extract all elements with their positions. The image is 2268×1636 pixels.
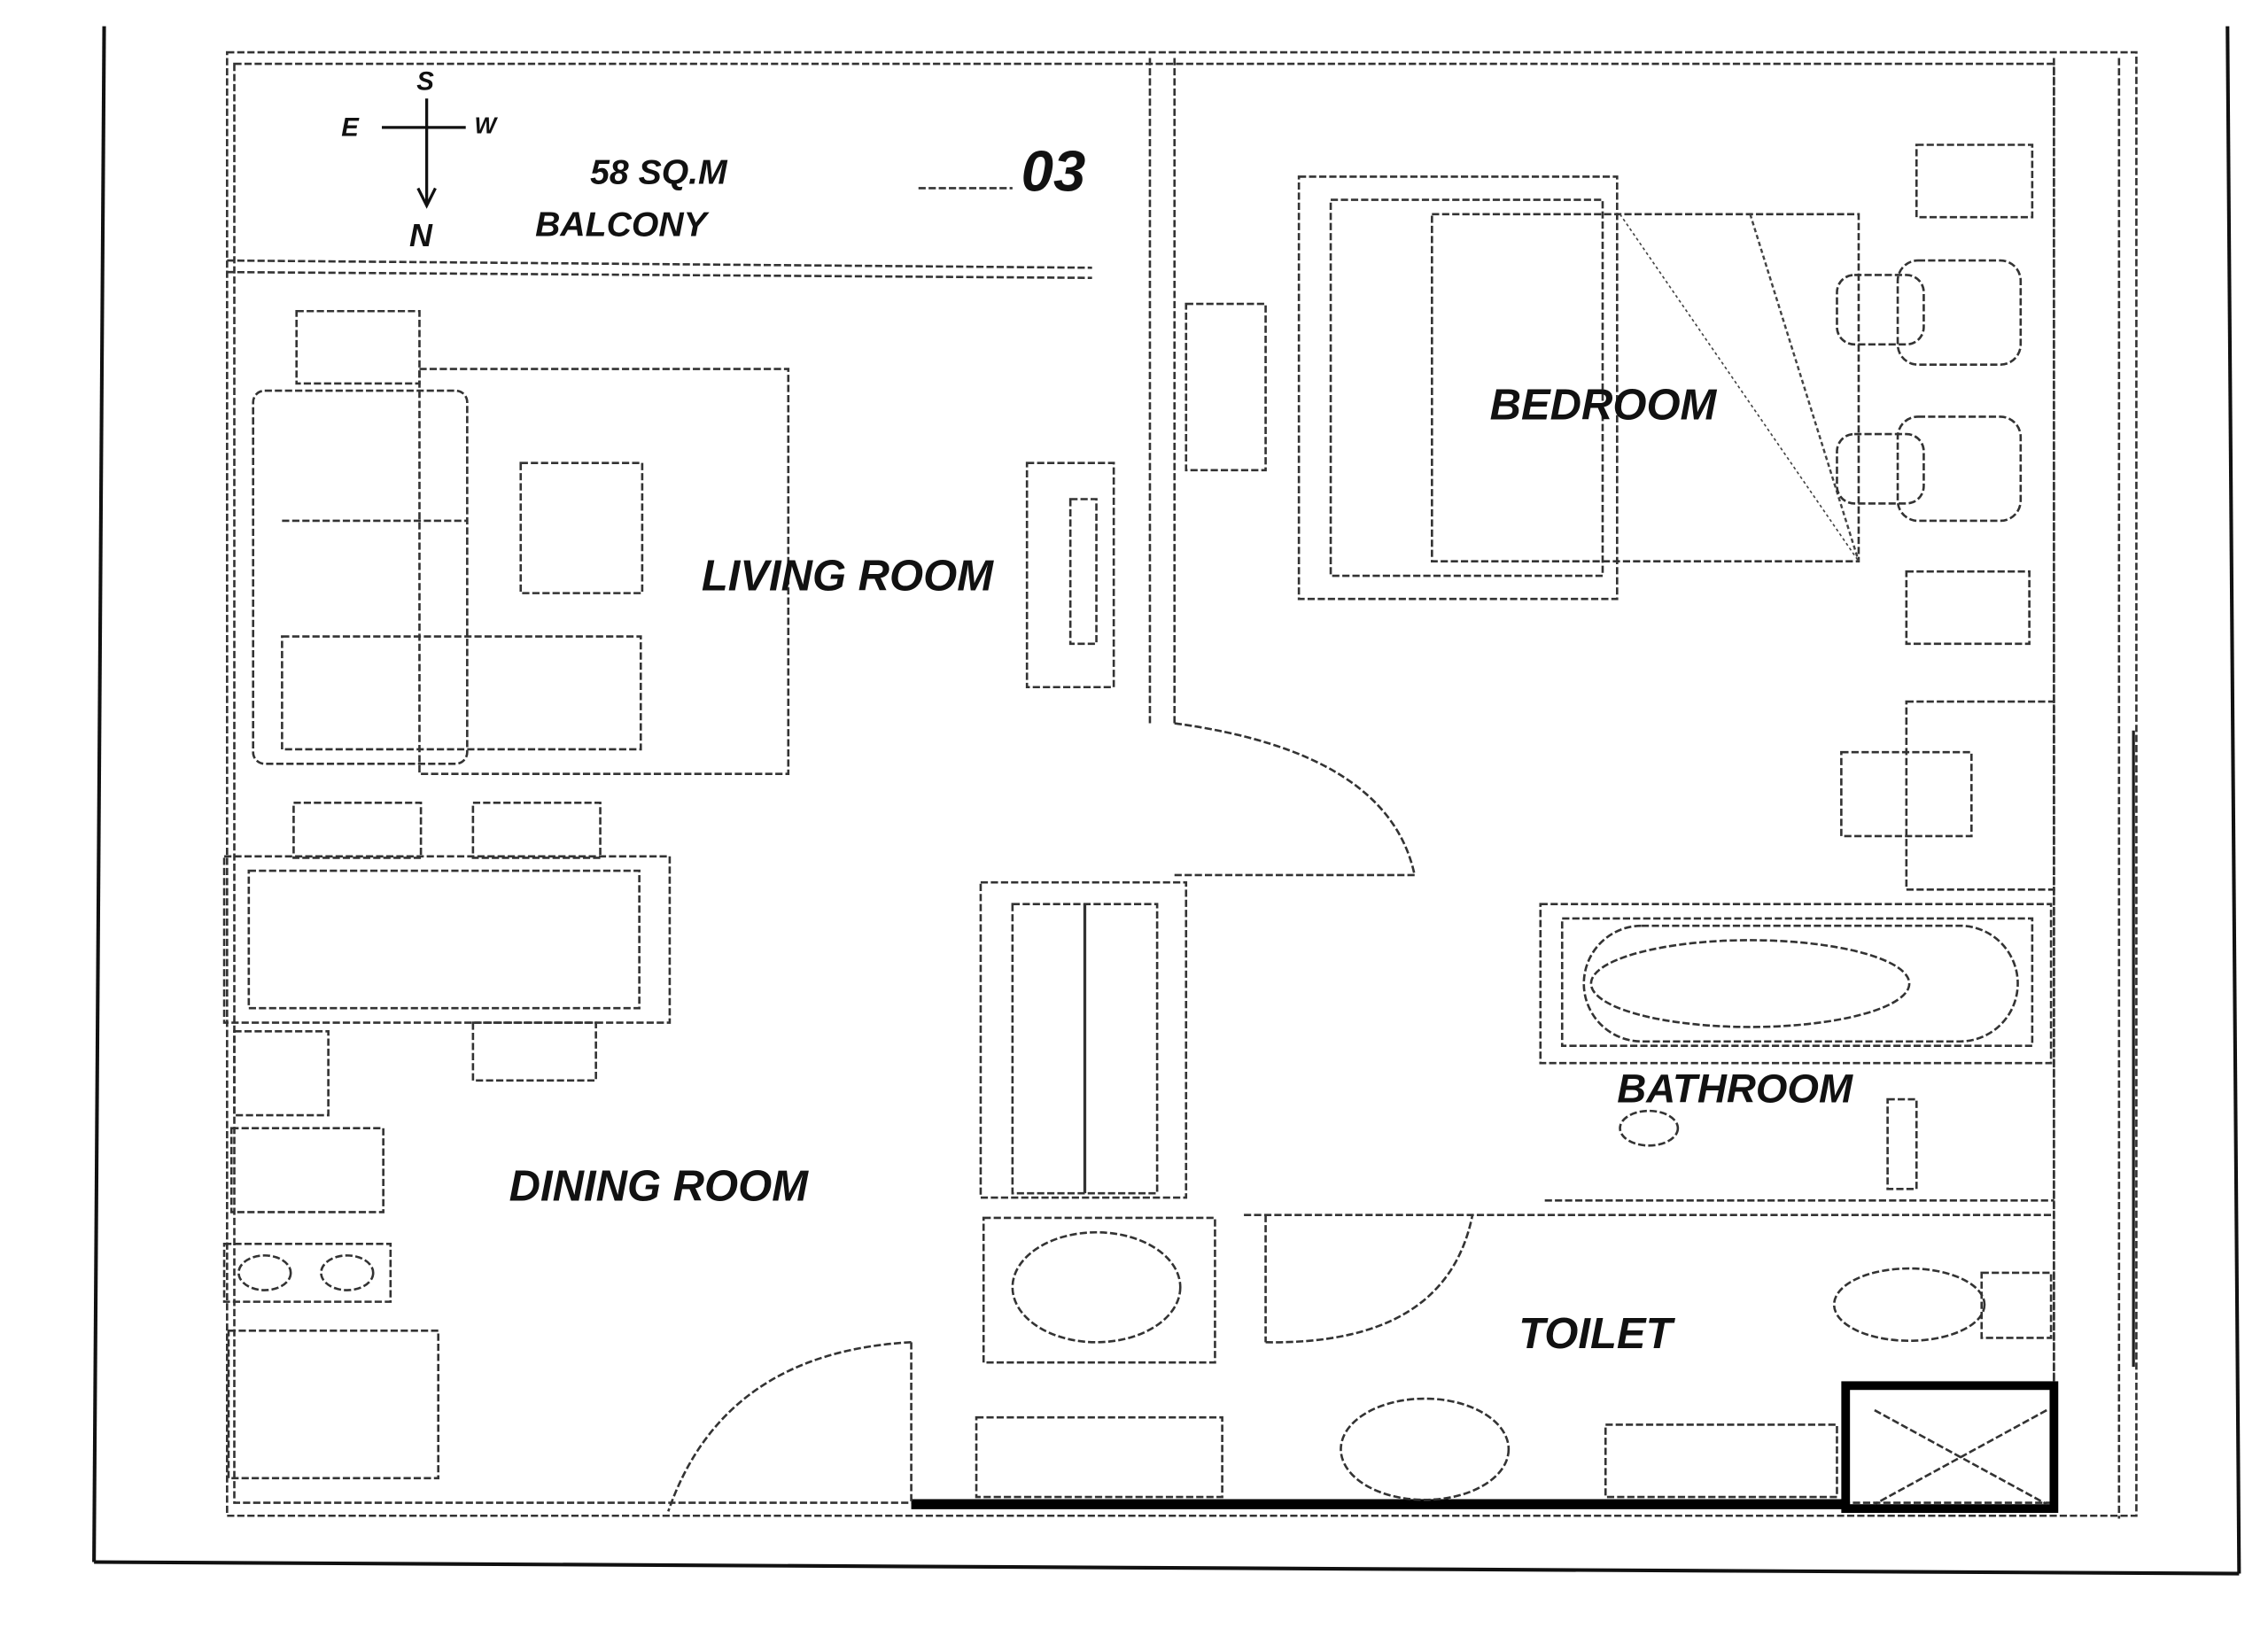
- compass-west: W: [475, 112, 499, 138]
- bathroom-fixtures: [1539, 903, 2054, 1202]
- unit-number: 03: [1021, 139, 1086, 204]
- living-room-furniture: [252, 302, 1267, 776]
- wardrobe: [975, 880, 1223, 1499]
- compass-east: E: [341, 113, 360, 143]
- exterior-walls: [226, 50, 2138, 1519]
- balcony-label: BALCONY: [535, 205, 711, 244]
- dining-room-label: DINING ROOM: [509, 1162, 810, 1210]
- area-label: 58 SQ.M: [590, 154, 728, 192]
- dining-furniture: [222, 802, 672, 1480]
- bathroom-label: BATHROOM: [1617, 1066, 1853, 1111]
- toilet-label: TOILET: [1518, 1310, 1675, 1358]
- compass-north: N: [409, 217, 433, 253]
- toilet-fixtures: [1244, 1213, 2054, 1501]
- page-frame: [92, 26, 2241, 1576]
- compass-south: S: [416, 66, 434, 96]
- doors: [667, 722, 1474, 1512]
- living-room-label: LIVING ROOM: [702, 552, 994, 600]
- bedroom-furniture: [1297, 143, 2055, 891]
- bedroom-label: BEDROOM: [1490, 382, 1718, 430]
- compass-rose: S E W N: [341, 66, 498, 252]
